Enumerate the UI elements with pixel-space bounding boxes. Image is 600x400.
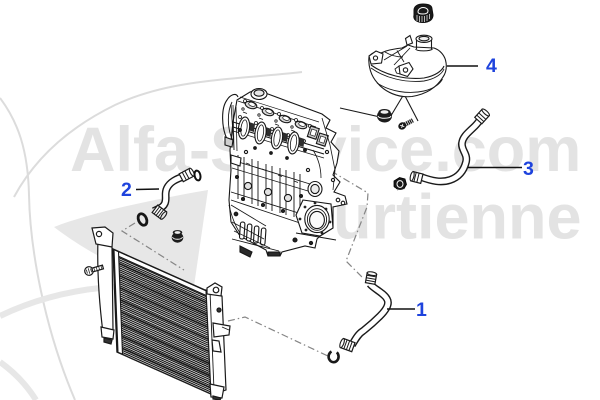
svg-text:1: 1	[416, 299, 427, 321]
svg-text:2: 2	[121, 179, 132, 201]
svg-text:3: 3	[523, 158, 534, 180]
svg-text:4: 4	[486, 55, 497, 77]
svg-text:urtienne: urtienne	[333, 183, 582, 253]
